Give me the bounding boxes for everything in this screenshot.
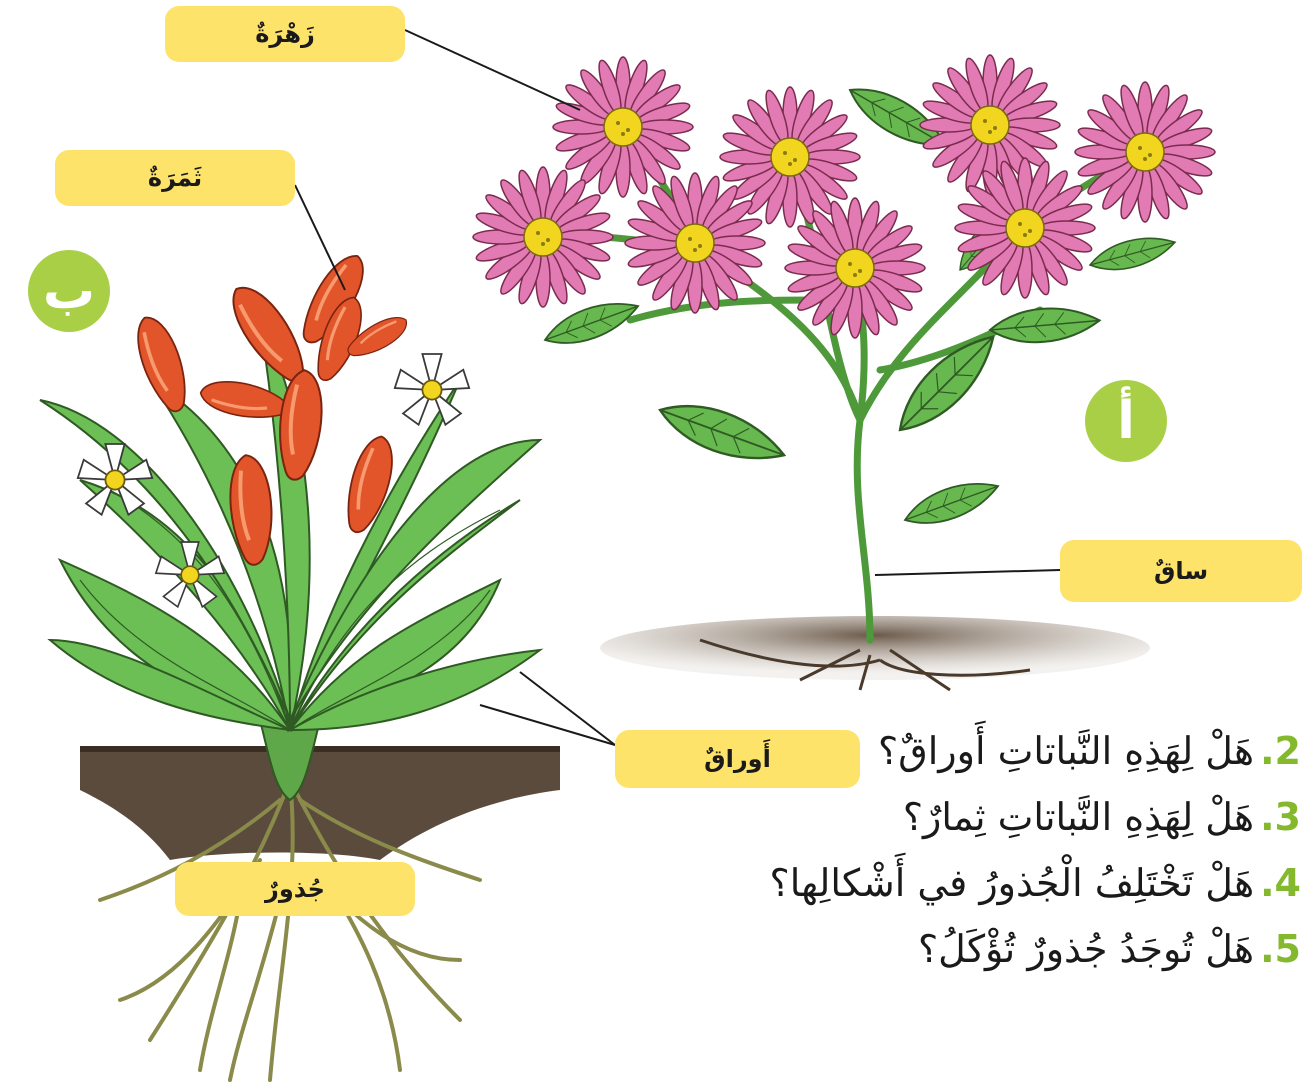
question-text: هَلْ لِهَذِهِ النَّباتاتِ أَوراقٌ؟ xyxy=(878,729,1254,773)
label-roots: جُذورٌ xyxy=(175,862,415,916)
question-5: 5.هَلْ تُوجَدُ جُذورٌ تُؤْكَلُ؟ xyxy=(541,916,1301,982)
question-4: 4.هَلْ تَخْتَلِفُ الْجُذورُ في أَشْكالِه… xyxy=(541,850,1301,916)
question-number: 3. xyxy=(1260,795,1301,839)
badge-plant-b: ب xyxy=(28,250,110,332)
questions-list: 2.هَلْ لِهَذِهِ النَّباتاتِ أَوراقٌ؟ 3.ه… xyxy=(541,718,1301,982)
label-stem: ساقٌ xyxy=(1060,540,1302,602)
question-2: 2.هَلْ لِهَذِهِ النَّباتاتِ أَوراقٌ؟ xyxy=(541,718,1301,784)
question-text: هَلْ لِهَذِهِ النَّباتاتِ ثِمارٌ؟ xyxy=(903,795,1254,839)
plant-b xyxy=(40,247,560,1080)
label-fruit: ثَمَرَةٌ xyxy=(55,150,295,206)
question-text: هَلْ تَخْتَلِفُ الْجُذورُ في أَشْكالِها؟ xyxy=(770,861,1255,905)
question-number: 5. xyxy=(1260,927,1301,971)
badge-plant-a: أ xyxy=(1085,380,1167,462)
label-flower: زَهْرَةٌ xyxy=(165,6,405,62)
question-text: هَلْ تُوجَدُ جُذورٌ تُؤْكَلُ؟ xyxy=(918,927,1254,971)
question-3: 3.هَلْ لِهَذِهِ النَّباتاتِ ثِمارٌ؟ xyxy=(541,784,1301,850)
question-number: 4. xyxy=(1260,861,1301,905)
question-number: 2. xyxy=(1260,729,1301,773)
